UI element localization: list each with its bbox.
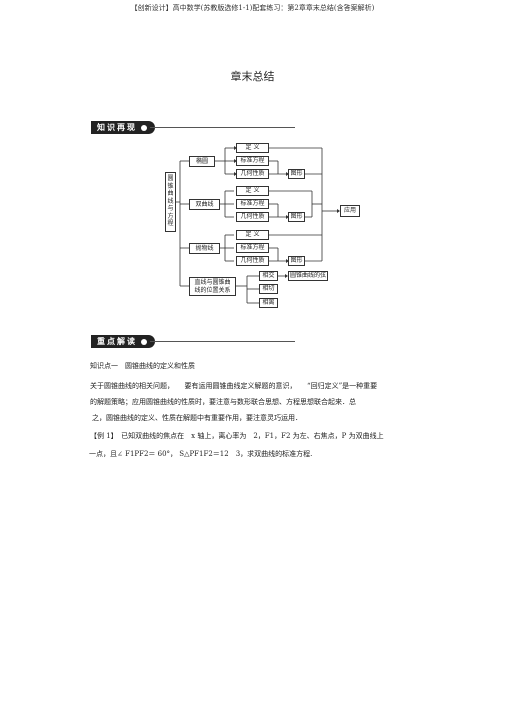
example-line: 一点，且∠ F1PF2＝ 60°， S△PF1F2＝12 3，求双曲线的标准方程… xyxy=(89,450,313,458)
paragraph-line: 关于圆锥曲线的相关问题， 要有运用圆锥曲线定义解题的意识， “回归定义”是一种重… xyxy=(90,382,378,390)
node-hyperbola-definition: 定 义 xyxy=(236,186,269,196)
knowledge-point-title: 知识点一 圆锥曲线的定义和性质 xyxy=(90,362,195,370)
node-line-conic-position: 直线与圆锥曲 线的位置关系 xyxy=(189,277,236,296)
section-banner-label: 知识再现 xyxy=(97,122,137,132)
node-parabola-properties: 几何性质 xyxy=(236,256,269,266)
node-conic-chord: 圆锥曲线的弦 xyxy=(288,271,328,281)
node-separate: 相离 xyxy=(259,298,278,308)
paragraph-line: 之，圆锥曲线的定义、性质在解题中有重要作用，要注意灵巧运用． xyxy=(92,414,302,422)
position-label-line1: 直线与圆锥曲 xyxy=(194,278,231,286)
node-application: 应用 xyxy=(340,205,360,217)
node-ellipse: 椭圆 xyxy=(189,156,215,167)
node-parabola: 抛物线 xyxy=(189,243,220,254)
section-rule xyxy=(150,127,295,128)
node-ellipse-definition: 定 义 xyxy=(236,143,269,153)
node-parabola-equation: 标准方程 xyxy=(236,243,269,253)
node-parabola-definition: 定 义 xyxy=(236,230,269,240)
node-ellipse-figure: 图形 xyxy=(288,169,305,179)
page-title: 章末总结 xyxy=(230,70,275,83)
example-line: 【例 1】 已知双曲线的焦点在 x 轴上，离心率为 2，F1，F2 为左、右焦点… xyxy=(90,432,384,440)
node-parabola-figure: 图形 xyxy=(288,256,305,266)
node-intersect: 相交 xyxy=(259,271,278,281)
position-label-line2: 线的位置关系 xyxy=(194,286,231,294)
section-rule xyxy=(150,341,295,342)
node-tangent: 相切 xyxy=(259,284,278,294)
node-hyperbola: 双曲线 xyxy=(189,199,220,210)
section-banner-knowledge: 知识再现 xyxy=(91,121,155,134)
document-header: 【创新设计】高中数学(苏教版选修1-1)配套练习：第2章章末总结(含答案解析) xyxy=(130,4,375,12)
banner-dot-icon xyxy=(141,339,147,345)
banner-dot-icon xyxy=(141,125,147,131)
node-hyperbola-properties: 几何性质 xyxy=(236,212,269,222)
node-ellipse-equation: 标准方程 xyxy=(236,156,269,166)
node-hyperbola-equation: 标准方程 xyxy=(236,199,269,209)
node-ellipse-properties: 几何性质 xyxy=(236,169,269,179)
diagram-root-box: 圆锥曲线与方程 xyxy=(165,172,176,232)
paragraph-line: 的解题策略；应用圆锥曲线的性质时，要注意与数形联合思想、方程思想联合起来．总 xyxy=(90,398,356,406)
section-banner-key-points: 重点解读 xyxy=(91,335,155,348)
node-hyperbola-figure: 图形 xyxy=(288,212,305,222)
section-banner-label: 重点解读 xyxy=(97,336,137,346)
